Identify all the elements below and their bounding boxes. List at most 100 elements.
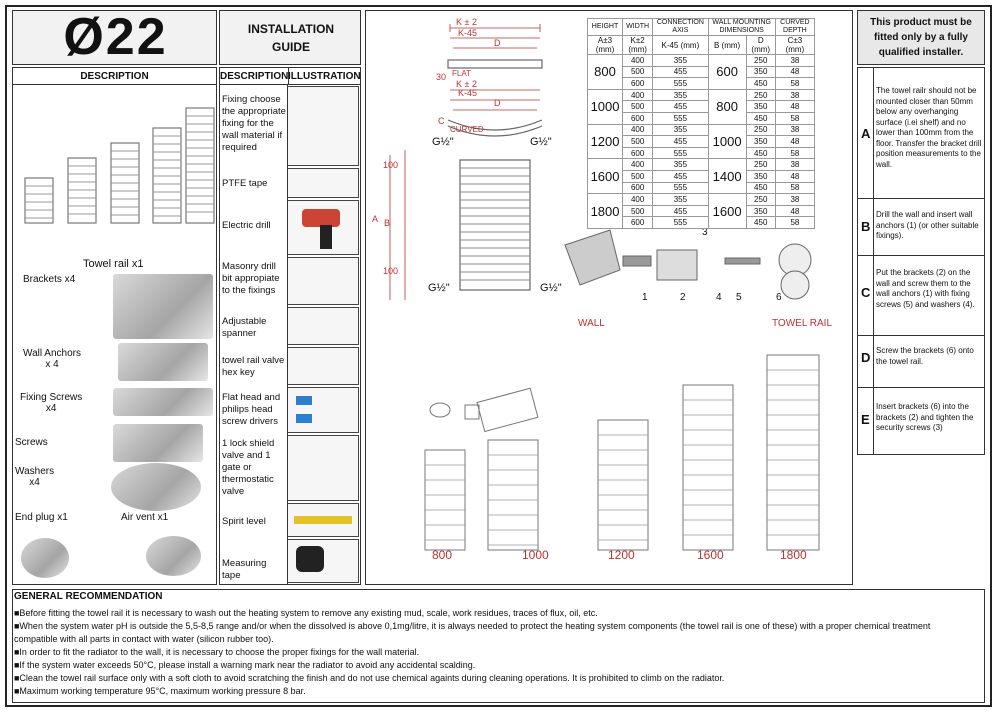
tool-spanner-label: Adjustable spanner [222,316,267,339]
spec-cell: 250 [745,88,776,102]
spec-cell: 1600 [707,193,747,229]
general-line-4: ■In order to fit the radiator to the wal… [14,647,420,657]
spec-cell: 600 [707,54,747,90]
spirit-level-illustration [287,503,359,537]
general-line-5: ■If the system water exceeds 50°C, pleas… [14,660,476,670]
wall-label: WALL [578,318,605,329]
spec-cell: 500 [622,135,654,148]
spec-cell: 38 [774,193,816,206]
spec-cell: 350 [745,65,776,79]
sh-k45: K-45 (mm) [652,35,709,55]
spec-cell: 600 [622,77,654,90]
sh-a: A±3 (mm) [586,35,624,55]
spec-cell: 455 [652,135,709,148]
flat-label: FLAT [452,69,471,78]
spec-cell: 450 [745,77,776,90]
spec-cell: 600 [622,181,654,195]
screws-photo [113,424,203,462]
page-frame [5,5,992,707]
washers-label: Washers x4 [15,466,55,488]
d-label: D [494,38,501,48]
description-header: DESCRIPTION [80,71,149,82]
th-height: HEIGHT [586,18,624,36]
warning-box: This product must be fitted only by a fu… [857,10,985,65]
spec-cell: 250 [745,158,776,171]
step-a-text: The towel railr should not be mounted cl… [876,86,982,169]
th-width: WIDTH [622,18,654,36]
tool-ptfe-label: PTFE tape [222,178,268,189]
spec-cell: 355 [652,88,709,102]
th-wall: WALL MOUNTING DIMENSIONS [707,18,776,36]
step-d-letter: D [861,350,871,365]
spec-cell: 38 [774,54,816,67]
spec-cell: 1600 [586,158,624,195]
spec-cell: 500 [622,65,654,79]
d-curved-label: D [494,98,501,108]
warning-text: This product must be fitted only by a fu… [870,17,972,58]
guide-title: INSTALLATION GUIDE [247,22,335,54]
ptfe-illustration [287,168,359,198]
c-label: C [438,116,445,126]
fixing-screws-photo [113,388,213,416]
general-panel [12,589,985,703]
spec-cell: 455 [652,65,709,79]
brackets-label: Brackets x4 [23,274,76,285]
step-d-text: Screw the brackets (6) onto the towel ra… [876,346,974,366]
air-vent-label: Air vent x1 [121,512,169,523]
valve-illustration [287,435,359,501]
spec-cell: 600 [622,216,654,229]
step-e-letter: E [861,412,870,427]
hundred-bottom-label: 100 [383,266,399,276]
spec-cell: 58 [774,77,816,90]
thirty-label: 30 [436,72,447,82]
spec-cell: 1400 [707,158,747,195]
size-1200: 1200 [608,548,635,562]
size-800: 800 [432,548,453,562]
spec-cell: 48 [774,204,816,218]
tape-illustration [287,539,359,583]
spec-cell: 350 [745,135,776,148]
spec-cell: 555 [652,146,709,160]
towel-rails-illustration [24,107,215,224]
part-3: 3 [702,227,708,238]
tool-tape-label: Measuring tape [222,558,267,581]
spec-cell: 400 [622,193,654,206]
spec-cell: 48 [774,135,816,148]
spec-cell: 1800 [586,193,624,229]
tool-hexkey-label: towel rail valve hex key [222,355,285,378]
tool-valve-label: 1 lock shield valve and 1 gate or thermo… [222,438,275,497]
spec-cell: 400 [622,54,654,67]
spec-cell: 1200 [586,123,624,160]
general-line-3: compatible with all parts in contact wit… [14,634,274,644]
spec-cell: 38 [774,88,816,102]
general-line-1: ■Before fitting the towel rail it is nec… [14,608,598,618]
spec-cell: 38 [774,123,816,137]
spec-cell: 48 [774,100,816,113]
g-top-right: G½" [530,136,552,148]
spec-cell: 250 [745,123,776,137]
th-axis: CONNECTION AXIS [652,18,709,36]
g-bottom-left: G½" [428,282,450,294]
air-vent-photo [146,536,201,576]
spec-cell: 450 [745,216,776,229]
spec-cell: 250 [745,54,776,67]
spec-cell: 800 [586,54,624,90]
curved-label: CURVED [450,125,484,134]
spec-cell: 355 [652,123,709,137]
spec-cell: 455 [652,100,709,113]
wall-anchors-photo [118,343,208,381]
general-header: GENERAL RECOMMENDATION [14,591,163,602]
spec-cell: 450 [745,111,776,125]
spec-cell: 555 [652,216,709,229]
model-title-box: Ø22 [12,8,217,66]
spec-cell: 350 [745,204,776,218]
spec-cell: 455 [652,169,709,183]
